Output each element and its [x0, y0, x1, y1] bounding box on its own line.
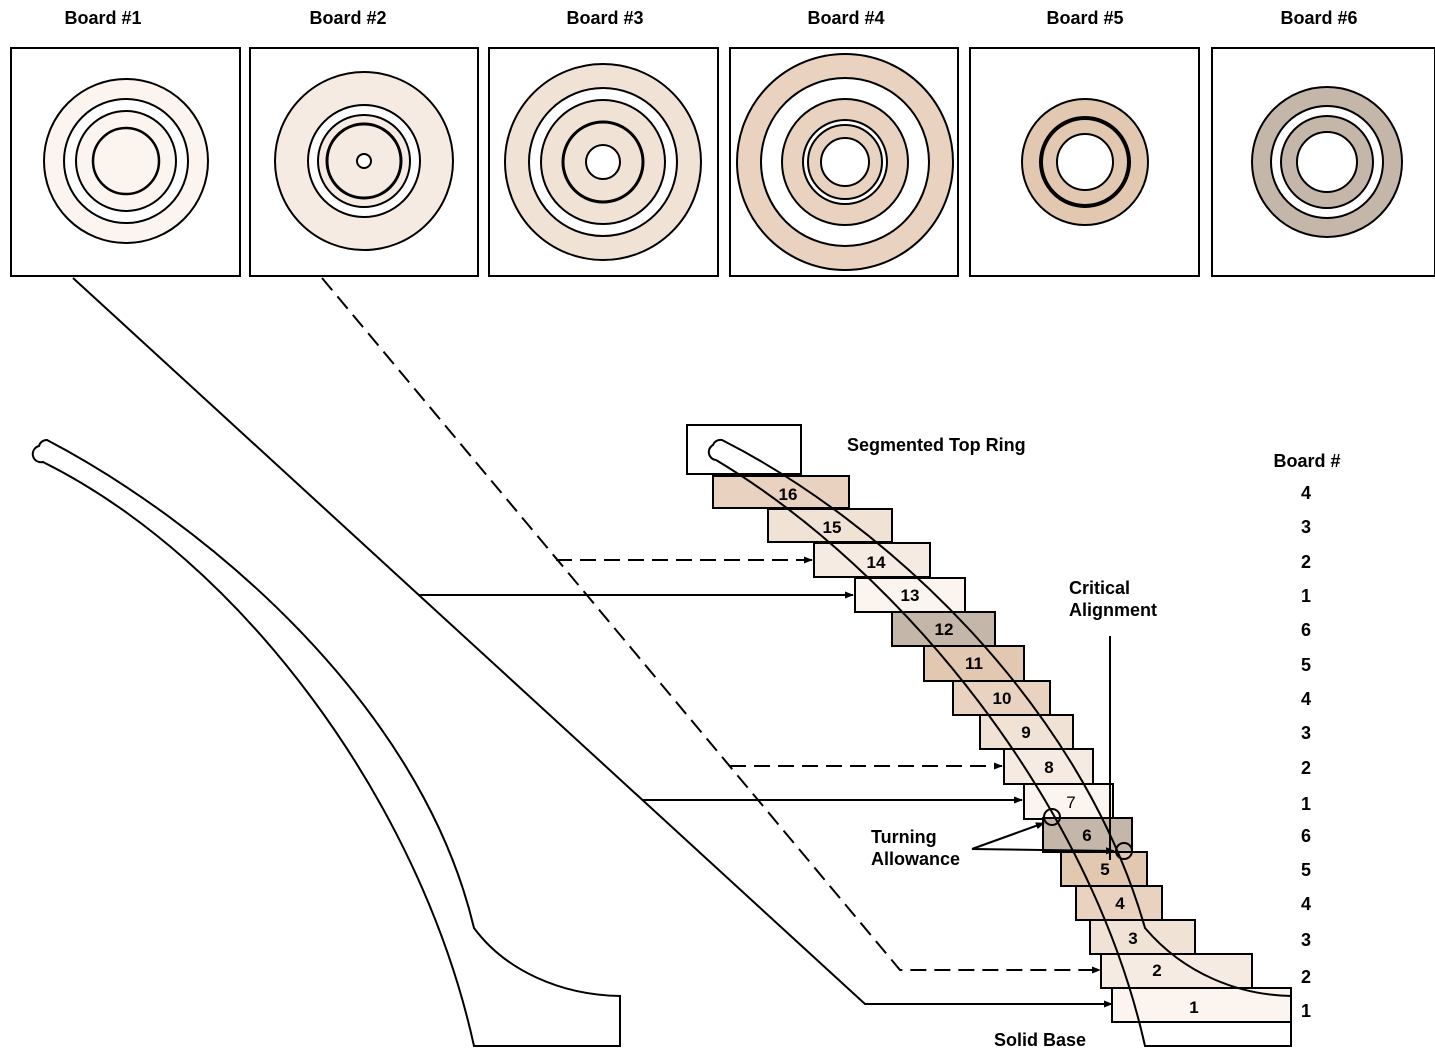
ring-number-6: 6	[1082, 826, 1091, 845]
ring-stack	[686, 424, 1292, 1023]
board-for-ring-7: 1	[1301, 794, 1311, 814]
turning-allowance-marker-upper	[1043, 808, 1061, 826]
board-column-header: Board #	[1273, 451, 1340, 471]
turning-allowance-arrow-lower	[971, 847, 1115, 855]
board-1-title: Board #1	[64, 8, 141, 28]
board-3-panel	[488, 47, 719, 277]
board-5-title: Board #5	[1046, 8, 1123, 28]
board-4-panel	[729, 47, 959, 277]
ring-4-segment	[1075, 885, 1163, 921]
ring-9-segment	[979, 714, 1074, 750]
ring-number-3: 3	[1128, 929, 1137, 948]
board-for-ring-6: 6	[1301, 826, 1311, 846]
board-1-panel	[10, 47, 241, 277]
segmented-top-ring-block	[686, 424, 802, 475]
ring-number-15: 15	[823, 518, 842, 537]
ring-number-7: 7	[1066, 793, 1075, 812]
board-for-ring-8: 2	[1301, 758, 1311, 778]
turning-allowance-arrow-upper	[971, 822, 1045, 850]
board-for-ring-10: 4	[1301, 689, 1311, 709]
ring-15-segment	[767, 508, 893, 543]
board-1-guide-line	[72, 277, 1113, 1008]
board-2-panel	[249, 47, 479, 277]
ring-number-2: 2	[1152, 961, 1161, 980]
turning-allowance-marker-lower	[1115, 842, 1133, 860]
board-4-title: Board #4	[807, 8, 884, 28]
ring-number-14: 14	[867, 553, 886, 572]
board-for-ring-4: 4	[1301, 894, 1311, 914]
ring-number-1: 1	[1189, 998, 1198, 1017]
critical-alignment-label-line2: Alignment	[1069, 600, 1157, 620]
turning-allowance-label-line1: Turning	[871, 827, 937, 847]
board-for-ring-15: 3	[1301, 517, 1311, 537]
board-3-title: Board #3	[566, 8, 643, 28]
ring-number-4: 4	[1115, 894, 1125, 913]
ring-number-9: 9	[1021, 723, 1030, 742]
board-for-ring-13: 1	[1301, 586, 1311, 606]
board-for-ring-14: 2	[1301, 552, 1311, 572]
board-5-panel	[969, 47, 1200, 277]
segmented-top-ring-label: Segmented Top Ring	[847, 435, 1026, 455]
vessel-profile-overlay	[707, 438, 1292, 1047]
board-6-panel	[1211, 47, 1435, 277]
board-2-title: Board #2	[309, 8, 386, 28]
ring-number-16: 16	[779, 485, 798, 504]
ring-number-11: 11	[965, 654, 983, 673]
ring-3-segment	[1089, 919, 1196, 955]
ring-number-10: 10	[993, 689, 1012, 708]
board-for-ring-12: 6	[1301, 620, 1311, 640]
solid-base-label: Solid Base	[994, 1030, 1086, 1050]
ring-number-13: 13	[901, 586, 920, 605]
turning-allowance-label-line2: Allowance	[871, 849, 960, 869]
board-for-ring-5: 5	[1301, 860, 1311, 880]
vessel-cross-section	[31, 439, 621, 1047]
board-for-ring-9: 3	[1301, 723, 1311, 743]
board-for-ring-1: 1	[1301, 1001, 1311, 1021]
board-for-ring-11: 5	[1301, 655, 1311, 675]
board-2-guide-line	[321, 277, 1101, 974]
critical-alignment-label-line1: Critical	[1069, 578, 1130, 598]
ring-10-segment	[952, 680, 1051, 716]
ring-number-8: 8	[1044, 758, 1053, 777]
ring-11-segment	[923, 645, 1025, 682]
board-for-ring-16: 4	[1301, 483, 1311, 503]
board-for-ring-3: 3	[1301, 930, 1311, 950]
ring-number-5: 5	[1100, 860, 1109, 879]
ring-number-12: 12	[935, 620, 954, 639]
board-6-title: Board #6	[1280, 8, 1357, 28]
ring-2-segment	[1100, 953, 1253, 989]
board-for-ring-2: 2	[1301, 967, 1311, 987]
